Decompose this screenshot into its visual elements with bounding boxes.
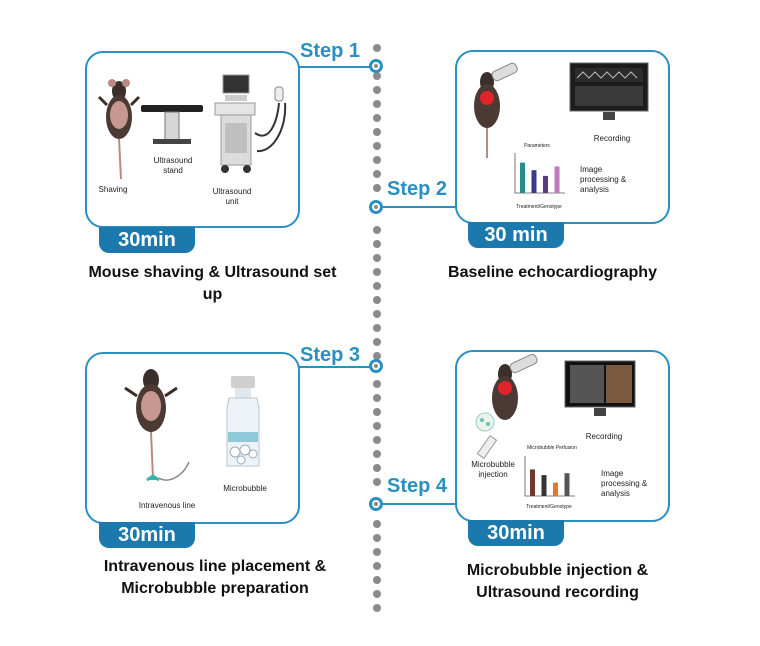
timeline-dot — [373, 282, 381, 290]
label-intravenous-line: Intravenous line — [138, 501, 196, 510]
step-3-time-badge: 30min — [99, 522, 195, 548]
timeline-dot — [373, 338, 381, 346]
syringe-icon — [475, 412, 498, 460]
timeline-dot — [373, 576, 381, 584]
step-4-box: Recording Microbubble injection Microbub… — [455, 350, 670, 522]
label-ultrasound-unit: Ultrasound unit — [212, 187, 252, 206]
step-3-title: Intravenous line placement & Microbubble… — [103, 558, 327, 597]
step-3-node — [369, 359, 383, 373]
timeline-dot — [373, 184, 381, 192]
timeline-dot — [373, 590, 381, 598]
chart-2-xlabel: Treatment/Genotype — [526, 504, 572, 510]
label-microbubble: Microbubble — [223, 484, 267, 493]
shaved-mouse-icon — [97, 79, 141, 180]
timeline-dot — [373, 72, 381, 80]
timeline-dot — [373, 534, 381, 542]
timeline-dot — [373, 44, 381, 52]
chart-1-xlabel: Treatment/Genotype — [516, 204, 562, 210]
chart-bar — [553, 482, 558, 496]
timeline-dot — [373, 114, 381, 122]
timeline-dot — [373, 310, 381, 318]
step-4-connector — [377, 503, 459, 505]
chart-bar — [531, 170, 537, 193]
chart-bar — [530, 469, 535, 496]
monitor-icon — [569, 62, 649, 120]
step-4-label: Step 4 — [387, 475, 448, 497]
timeline-dot — [373, 170, 381, 178]
step-1-node — [369, 59, 383, 73]
ultrasound-unit-icon — [214, 74, 287, 173]
timeline-dot — [373, 604, 381, 612]
step-3-label: Step 3 — [300, 344, 361, 366]
timeline-dot — [373, 142, 381, 150]
label-shaving: Shaving — [98, 185, 128, 194]
step-2-node — [369, 200, 383, 214]
timeline-dot — [373, 156, 381, 164]
step-2-title: Baseline echocardiography — [448, 264, 657, 281]
step-1-connector — [295, 66, 373, 68]
timeline-dot — [373, 394, 381, 402]
step-4-time-badge: 30min — [468, 520, 564, 546]
step-3-box: Intravenous line Microbubble — [85, 352, 300, 524]
timeline-dot — [373, 478, 381, 486]
timeline-dot — [373, 562, 381, 570]
timeline-dot — [373, 324, 381, 332]
label-microbubble-injection: Microbubble injection — [471, 460, 515, 479]
chart-axis — [514, 153, 565, 194]
step-2-box: Recording Parameters Treatment/Genotype … — [455, 50, 670, 224]
timeline-dot — [373, 240, 381, 248]
timeline-dot — [373, 268, 381, 276]
ultrasound-stand-icon — [141, 105, 203, 144]
timeline-dot — [373, 100, 381, 108]
label-image-processing: Image processing & analysis — [601, 469, 648, 498]
timeline-dot — [373, 86, 381, 94]
monitor-icon — [564, 360, 636, 416]
step-1-box: Shaving Ultrasound stand Ultrasound unit — [85, 51, 300, 228]
label-recording: Recording — [585, 432, 623, 441]
chart-bar — [543, 175, 548, 193]
chart-2 — [524, 456, 575, 497]
chart-bar — [564, 473, 570, 496]
timeline-dot — [373, 548, 381, 556]
chart-1-title: Parameters — [524, 143, 550, 149]
label-image-processing: Image processing & analysis — [580, 165, 627, 194]
timeline-dot — [373, 520, 381, 528]
chart-axis — [524, 456, 575, 497]
chart-2-title: Microbubble Perfusion — [527, 445, 577, 451]
timeline-dot — [373, 450, 381, 458]
chart-bar — [520, 162, 525, 193]
timeline-dot — [373, 296, 381, 304]
step-4-node — [369, 497, 383, 511]
timeline-dot — [373, 436, 381, 444]
chart-1 — [514, 153, 565, 194]
timeline-dot — [373, 464, 381, 472]
mouse-probe-icon — [474, 62, 518, 158]
timeline-dot — [373, 128, 381, 136]
microbubble-vial-icon — [226, 376, 260, 467]
label-ultrasound-stand: Ultrasound stand — [153, 156, 193, 175]
chart-bar — [554, 166, 560, 193]
step-3-connector — [295, 366, 373, 368]
timeline-dot — [373, 226, 381, 234]
step-2-time-badge: 30 min — [468, 222, 564, 248]
timeline-dot — [373, 422, 381, 430]
mouse-iv-icon — [124, 369, 190, 482]
chart-bar — [541, 475, 547, 496]
step-2-connector — [377, 206, 459, 208]
step-1-time-badge: 30min — [99, 227, 195, 253]
label-recording: Recording — [593, 134, 631, 143]
timeline-dot — [373, 352, 381, 360]
step-4-title: Microbubble injection & Ultrasound recor… — [466, 562, 649, 601]
mouse-probe-icon — [492, 353, 538, 420]
timeline-dot — [373, 254, 381, 262]
step-1-title: Mouse shaving & Ultrasound set up — [88, 264, 337, 303]
timeline-dot — [373, 408, 381, 416]
timeline-dot — [373, 380, 381, 388]
step-1-label: Step 1 — [300, 40, 361, 62]
step-2-label: Step 2 — [387, 178, 448, 200]
